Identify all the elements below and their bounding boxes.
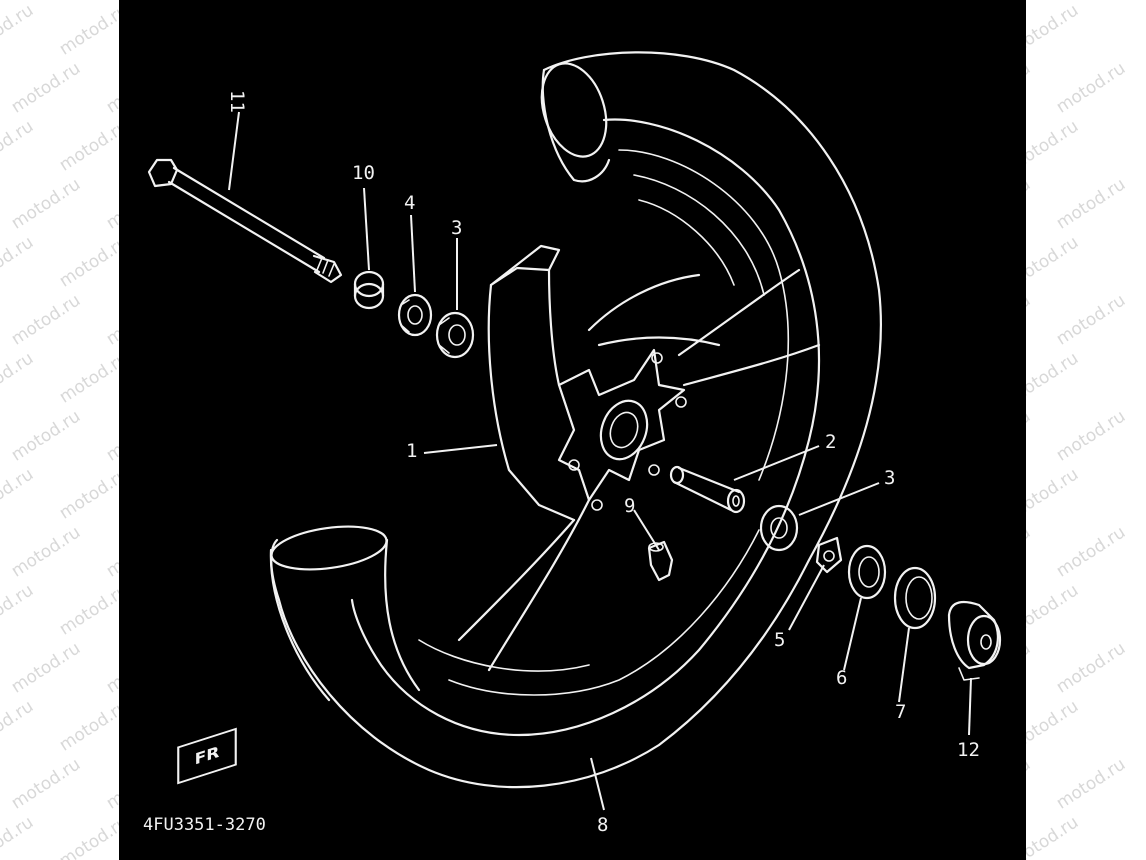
wheel-drawing bbox=[457, 244, 821, 672]
watermark-text: motod.ru bbox=[7, 174, 85, 234]
watermark-text: motod.ru bbox=[1052, 522, 1130, 582]
watermark-text: motod.ru bbox=[7, 58, 85, 118]
part-label-3-upper: 3 bbox=[451, 217, 463, 239]
watermark-text: motod.ru bbox=[0, 0, 38, 60]
watermark-text: motod.ru bbox=[0, 580, 38, 640]
part-label-10: 10 bbox=[352, 162, 375, 184]
watermark-text: motod.ru bbox=[0, 464, 38, 524]
part-label-8: 8 bbox=[597, 814, 609, 836]
watermark-text: motod.ru bbox=[0, 812, 38, 860]
part-label-12: 12 bbox=[957, 739, 980, 761]
part-label-9: 9 bbox=[624, 495, 636, 517]
exploded-wheel-drawing bbox=[147, 51, 1002, 811]
watermark-text: motod.ru bbox=[7, 754, 85, 814]
gear-unit-drawing bbox=[947, 600, 1002, 681]
watermark-text: motod.ru bbox=[0, 348, 38, 408]
axle-drawing bbox=[147, 158, 343, 284]
part-label-6: 6 bbox=[836, 667, 848, 689]
seal-drawing bbox=[847, 544, 887, 600]
part-label-2: 2 bbox=[825, 431, 837, 453]
diagram-panel: 11 10 4 3 1 2 3 9 5 6 7 12 8 FR 4FU3351-… bbox=[119, 0, 1026, 860]
collar-10-drawing bbox=[353, 270, 385, 310]
leader-lines bbox=[228, 111, 972, 811]
watermark-text: motod.ru bbox=[7, 290, 85, 350]
washer-drawing bbox=[815, 536, 843, 574]
part-label-1: 1 bbox=[406, 440, 418, 462]
tire-drawing bbox=[269, 51, 883, 789]
diagram-code: 4FU3351-3270 bbox=[143, 815, 266, 835]
watermark-text: motod.ru bbox=[1052, 754, 1130, 814]
watermark-text: motod.ru bbox=[0, 232, 38, 292]
part-label-7: 7 bbox=[895, 701, 907, 723]
watermark-text: motod.ru bbox=[7, 638, 85, 698]
watermark-text: motod.ru bbox=[7, 522, 85, 582]
part-label-3-lower: 3 bbox=[884, 467, 896, 489]
part-label-11: 11 bbox=[226, 90, 248, 113]
watermark-text: motod.ru bbox=[1052, 406, 1130, 466]
watermark-text: motod.ru bbox=[0, 696, 38, 756]
watermark-text: motod.ru bbox=[1052, 638, 1130, 698]
watermark-text: motod.ru bbox=[1052, 290, 1130, 350]
watermark-text: motod.ru bbox=[7, 406, 85, 466]
spacer-drawing bbox=[669, 465, 746, 514]
watermark-text: motod.ru bbox=[1052, 174, 1130, 234]
bearing-3-upper-drawing bbox=[435, 311, 475, 359]
watermark-text: motod.ru bbox=[1052, 58, 1130, 118]
bearing-3-lower-drawing bbox=[759, 504, 799, 552]
bearing-4-drawing bbox=[397, 293, 433, 337]
part-label-4: 4 bbox=[404, 192, 416, 214]
collar-7-drawing bbox=[893, 566, 937, 630]
watermark-text: motod.ru bbox=[0, 116, 38, 176]
part-label-5: 5 bbox=[774, 629, 786, 651]
valve-drawing bbox=[647, 540, 674, 582]
